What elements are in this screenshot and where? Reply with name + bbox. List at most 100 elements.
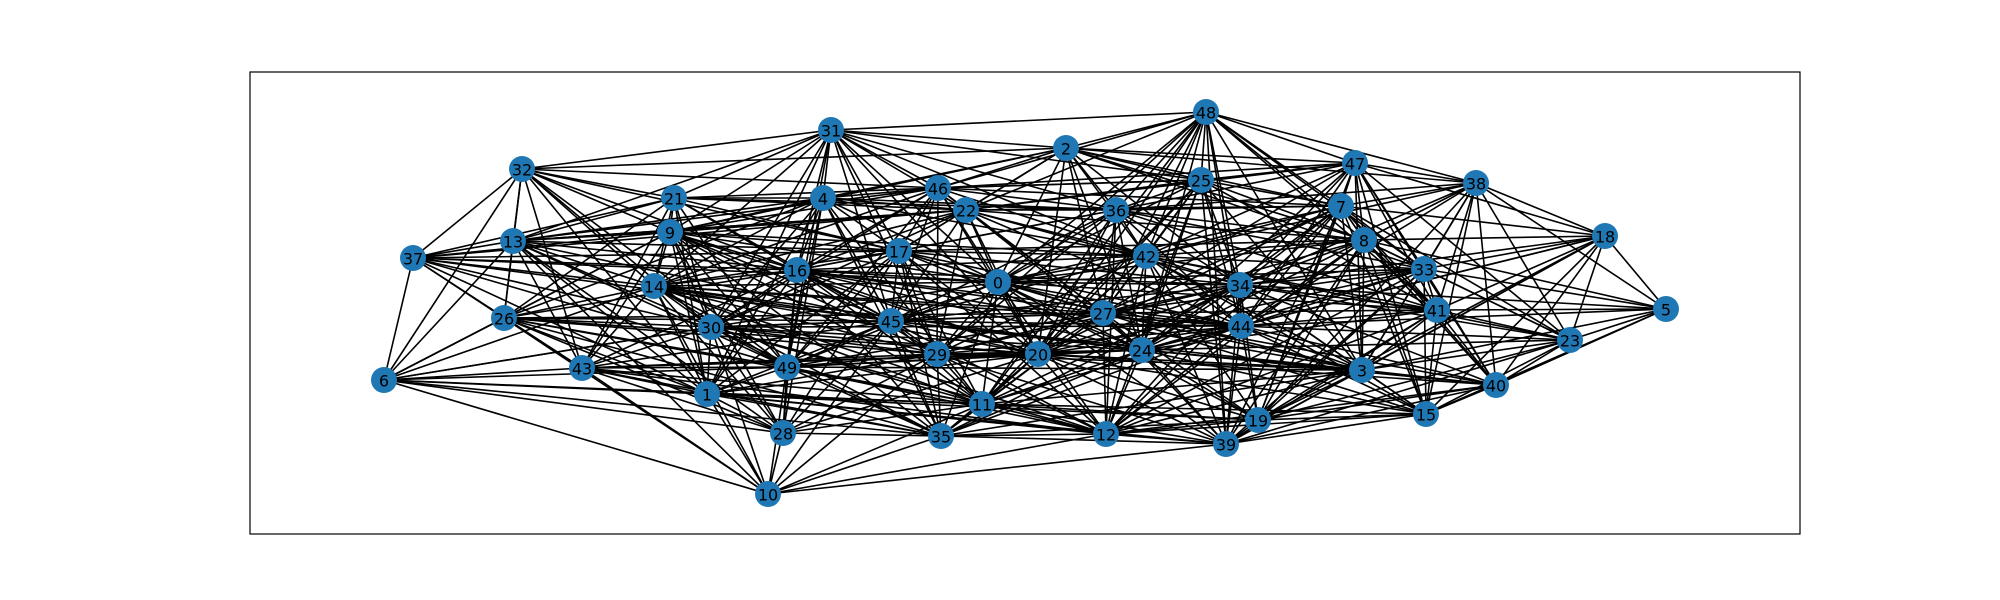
edge-30-43 xyxy=(581,326,712,369)
node-21: 21 xyxy=(661,185,687,211)
edge-13-22 xyxy=(512,209,967,242)
node-label: 21 xyxy=(664,190,684,209)
edge-36-7 xyxy=(1115,205,1342,211)
node-label: 40 xyxy=(1486,377,1506,396)
node-marker xyxy=(770,420,796,446)
edge-21-36 xyxy=(673,197,1117,211)
node-label: 48 xyxy=(1196,104,1216,123)
node-label: 3 xyxy=(1357,362,1367,381)
node-marker xyxy=(784,257,810,283)
edge-44-3 xyxy=(1240,325,1363,371)
edge-31-14 xyxy=(653,129,832,287)
edge-33-34 xyxy=(1239,268,1425,286)
edge-44-24 xyxy=(1141,325,1242,351)
edge-48-22 xyxy=(965,111,1207,211)
node-22: 22 xyxy=(953,197,979,223)
edge-7-33 xyxy=(1340,205,1425,270)
edge-17-34 xyxy=(898,250,1241,286)
edge-33-5 xyxy=(1423,268,1667,310)
edge-2-46 xyxy=(937,147,1067,189)
edge-5-3 xyxy=(1361,308,1667,371)
edge-20-3 xyxy=(1037,353,1363,371)
edge-30-12 xyxy=(710,326,1107,435)
edge-38-41 xyxy=(1436,182,1477,311)
edge-41-27 xyxy=(1102,309,1438,314)
edge-33-24 xyxy=(1141,268,1425,351)
edge-48-3 xyxy=(1205,111,1363,371)
node-44: 44 xyxy=(1228,313,1254,339)
node-marker xyxy=(1133,243,1159,269)
edge-29-12 xyxy=(936,353,1107,435)
edge-9-17 xyxy=(669,231,900,252)
edge-33-27 xyxy=(1102,268,1425,314)
node-13: 13 xyxy=(500,228,526,254)
node-marker xyxy=(641,273,667,299)
node-label: 24 xyxy=(1132,342,1152,361)
edge-27-3 xyxy=(1102,312,1363,371)
edge-44-40 xyxy=(1240,325,1497,386)
node-29: 29 xyxy=(924,341,950,367)
edge-13-17 xyxy=(512,240,900,252)
node-marker xyxy=(371,367,397,393)
edge-22-16 xyxy=(796,209,967,271)
node-marker xyxy=(1213,431,1239,457)
node-marker xyxy=(1342,150,1368,176)
edge-31-48 xyxy=(830,111,1207,131)
node-marker xyxy=(661,185,687,211)
node-label: 17 xyxy=(889,243,909,262)
edge-11-15 xyxy=(981,403,1427,415)
edge-32-17 xyxy=(521,168,900,252)
node-label: 8 xyxy=(1359,232,1369,251)
edge-39-10 xyxy=(767,443,1227,495)
edge-46-7 xyxy=(937,187,1342,207)
node-39: 39 xyxy=(1213,431,1239,457)
edge-0-24 xyxy=(997,281,1143,351)
edge-27-40 xyxy=(1102,312,1497,386)
edge-18-33 xyxy=(1423,235,1606,270)
node-7: 7 xyxy=(1328,193,1354,219)
node-marker xyxy=(886,238,912,264)
edge-14-6 xyxy=(383,285,655,381)
edge-13-37 xyxy=(412,240,514,259)
node-36: 36 xyxy=(1103,197,1129,223)
node-label: 18 xyxy=(1595,228,1615,247)
edge-17-24 xyxy=(898,250,1143,351)
edge-33-23 xyxy=(1423,268,1571,341)
node-marker xyxy=(1413,401,1439,427)
node-label: 49 xyxy=(777,359,797,378)
node-label: 28 xyxy=(773,425,793,444)
node-label: 6 xyxy=(379,372,389,391)
edge-42-39 xyxy=(1145,255,1227,445)
node-marker xyxy=(491,305,517,331)
edge-37-6 xyxy=(383,257,414,381)
node-marker xyxy=(1557,327,1583,353)
node-32: 32 xyxy=(509,156,535,182)
edge-45-44 xyxy=(890,320,1242,327)
node-label: 37 xyxy=(403,250,423,269)
edge-34-5 xyxy=(1239,284,1667,310)
edge-36-33 xyxy=(1115,209,1425,270)
edge-23-39 xyxy=(1225,339,1571,445)
edge-41-15 xyxy=(1425,309,1438,415)
edge-1-35 xyxy=(706,393,942,437)
edge-45-10 xyxy=(767,320,892,495)
edge-41-23 xyxy=(1436,309,1571,341)
node-15: 15 xyxy=(1413,401,1439,427)
edge-31-21 xyxy=(673,129,832,199)
node-marker xyxy=(1483,372,1509,398)
edge-0-20 xyxy=(997,281,1039,355)
edge-7-42 xyxy=(1145,205,1342,257)
edge-1-28 xyxy=(706,393,784,434)
node-label: 47 xyxy=(1345,155,1365,174)
node-6: 6 xyxy=(371,367,397,393)
node-49: 49 xyxy=(774,354,800,380)
node-label: 10 xyxy=(758,486,778,505)
node-11: 11 xyxy=(969,391,995,417)
edge-25-8 xyxy=(1200,179,1365,241)
edge-3-19 xyxy=(1257,369,1363,421)
node-marker xyxy=(925,175,951,201)
edge-35-39 xyxy=(940,435,1227,445)
edge-4-49 xyxy=(786,197,824,368)
edge-37-30 xyxy=(412,257,712,328)
edge-18-15 xyxy=(1425,235,1606,415)
